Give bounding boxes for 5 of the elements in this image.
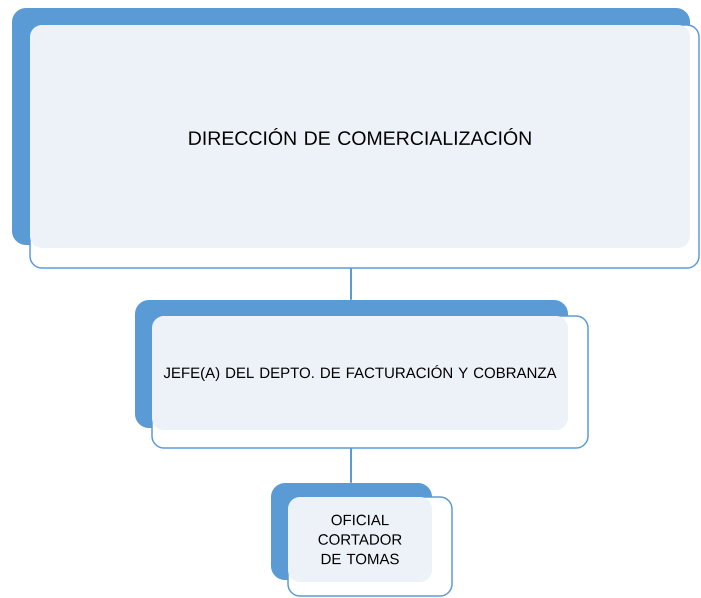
connector-line [350, 268, 352, 300]
connector-line [350, 448, 352, 483]
org-box: OFICIAL CORTADOR DE TOMAS [271, 483, 453, 597]
org-box: DIRECCIÓN DE COMERCIALIZACIÓN [12, 8, 700, 269]
org-box: JEFE(A) DEL DEPTO. DE FACTURACIÓN Y COBRANZA [135, 300, 589, 449]
